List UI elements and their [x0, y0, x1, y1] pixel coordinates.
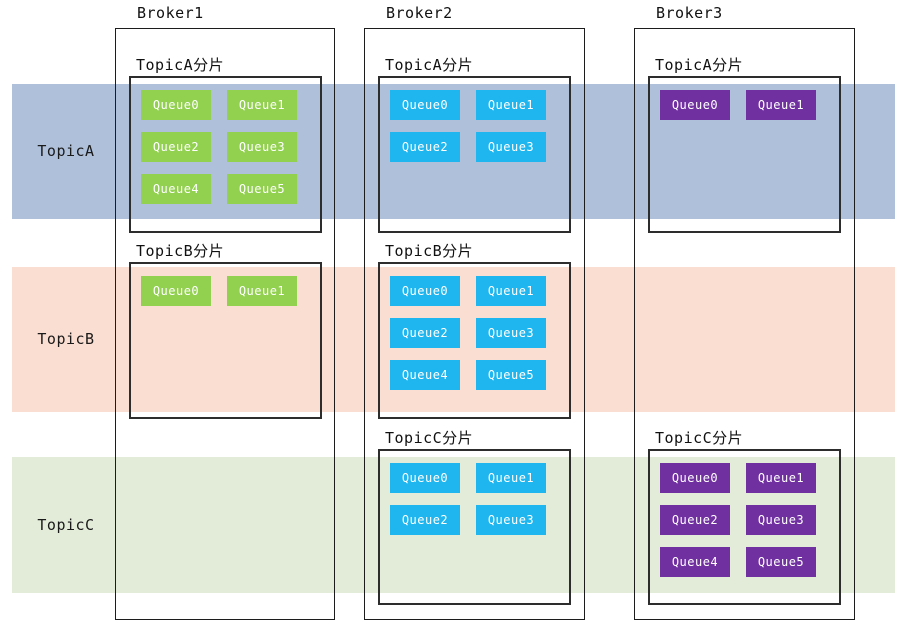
queue-node-broker1-topic-b-queue1: Queue1 — [227, 276, 297, 306]
queue-node-broker3-topic-c-queue3: Queue3 — [746, 505, 816, 535]
topic-a-label: TopicA — [37, 142, 95, 160]
queue-node-broker1-topic-a-queue1: Queue1 — [227, 90, 297, 120]
queue-node-broker2-topic-a-queue0: Queue0 — [390, 90, 460, 120]
shard-title-broker2-topic-a: TopicA分片 — [385, 54, 474, 77]
shard-box-broker2-topic-a — [378, 76, 571, 233]
shard-title-broker1-topic-a: TopicA分片 — [136, 54, 225, 77]
queue-node-broker2-topic-b-queue5: Queue5 — [476, 360, 546, 390]
shard-title-broker1-topic-b: TopicB分片 — [136, 240, 225, 263]
queue-node-broker2-topic-a-queue1: Queue1 — [476, 90, 546, 120]
queue-grid-broker3-topic-a: Queue0 Queue1 — [660, 90, 816, 120]
shard-box-broker3-topic-c — [648, 449, 841, 605]
shard-box-broker3-topic-a — [648, 76, 841, 233]
broker-box-broker1 — [115, 28, 335, 620]
topic-c-label: TopicC — [37, 516, 95, 534]
broker-box-broker3 — [634, 28, 855, 620]
queue-node-broker2-topic-a-queue3: Queue3 — [476, 132, 546, 162]
queue-node-broker3-topic-c-queue0: Queue0 — [660, 463, 730, 493]
queue-node-broker2-topic-b-queue1: Queue1 — [476, 276, 546, 306]
broker-box-broker2 — [364, 28, 585, 620]
queue-node-broker1-topic-b-queue0: Queue0 — [141, 276, 211, 306]
queue-node-broker3-topic-c-queue2: Queue2 — [660, 505, 730, 535]
shard-box-broker1-topic-b — [129, 262, 322, 419]
topic-b-label: TopicB — [37, 330, 95, 348]
queue-node-broker3-topic-a-queue0: Queue0 — [660, 90, 730, 120]
queue-node-broker2-topic-b-queue0: Queue0 — [390, 276, 460, 306]
queue-node-broker2-topic-a-queue2: Queue2 — [390, 132, 460, 162]
queue-node-broker2-topic-b-queue2: Queue2 — [390, 318, 460, 348]
shard-title-broker3-topic-c: TopicC分片 — [655, 427, 744, 450]
queue-node-broker3-topic-c-queue1: Queue1 — [746, 463, 816, 493]
queue-node-broker2-topic-c-queue2: Queue2 — [390, 505, 460, 535]
shard-title-broker2-topic-c: TopicC分片 — [385, 427, 474, 450]
broker-title-broker3: Broker3 — [656, 4, 723, 22]
shard-box-broker1-topic-a — [129, 76, 322, 233]
queue-node-broker1-topic-a-queue3: Queue3 — [227, 132, 297, 162]
shard-title-broker2-topic-b: TopicB分片 — [385, 240, 474, 263]
shard-box-broker2-topic-c — [378, 449, 571, 605]
queue-node-broker3-topic-c-queue4: Queue4 — [660, 547, 730, 577]
queue-node-broker3-topic-c-queue5: Queue5 — [746, 547, 816, 577]
queue-grid-broker1-topic-b: Queue0 Queue1 — [141, 276, 297, 306]
broker-title-broker2: Broker2 — [386, 4, 453, 22]
queue-node-broker3-topic-a-queue1: Queue1 — [746, 90, 816, 120]
queue-node-broker2-topic-c-queue1: Queue1 — [476, 463, 546, 493]
queue-node-broker2-topic-c-queue0: Queue0 — [390, 463, 460, 493]
shard-box-broker2-topic-b — [378, 262, 571, 419]
queue-node-broker1-topic-a-queue2: Queue2 — [141, 132, 211, 162]
queue-node-broker1-topic-a-queue5: Queue5 — [227, 174, 297, 204]
queue-node-broker2-topic-b-queue3: Queue3 — [476, 318, 546, 348]
shard-title-broker3-topic-a: TopicA分片 — [655, 54, 744, 77]
queue-node-broker1-topic-a-queue4: Queue4 — [141, 174, 211, 204]
broker-title-broker1: Broker1 — [137, 4, 204, 22]
queue-node-broker2-topic-c-queue3: Queue3 — [476, 505, 546, 535]
queue-node-broker1-topic-a-queue0: Queue0 — [141, 90, 211, 120]
queue-node-broker2-topic-b-queue4: Queue4 — [390, 360, 460, 390]
